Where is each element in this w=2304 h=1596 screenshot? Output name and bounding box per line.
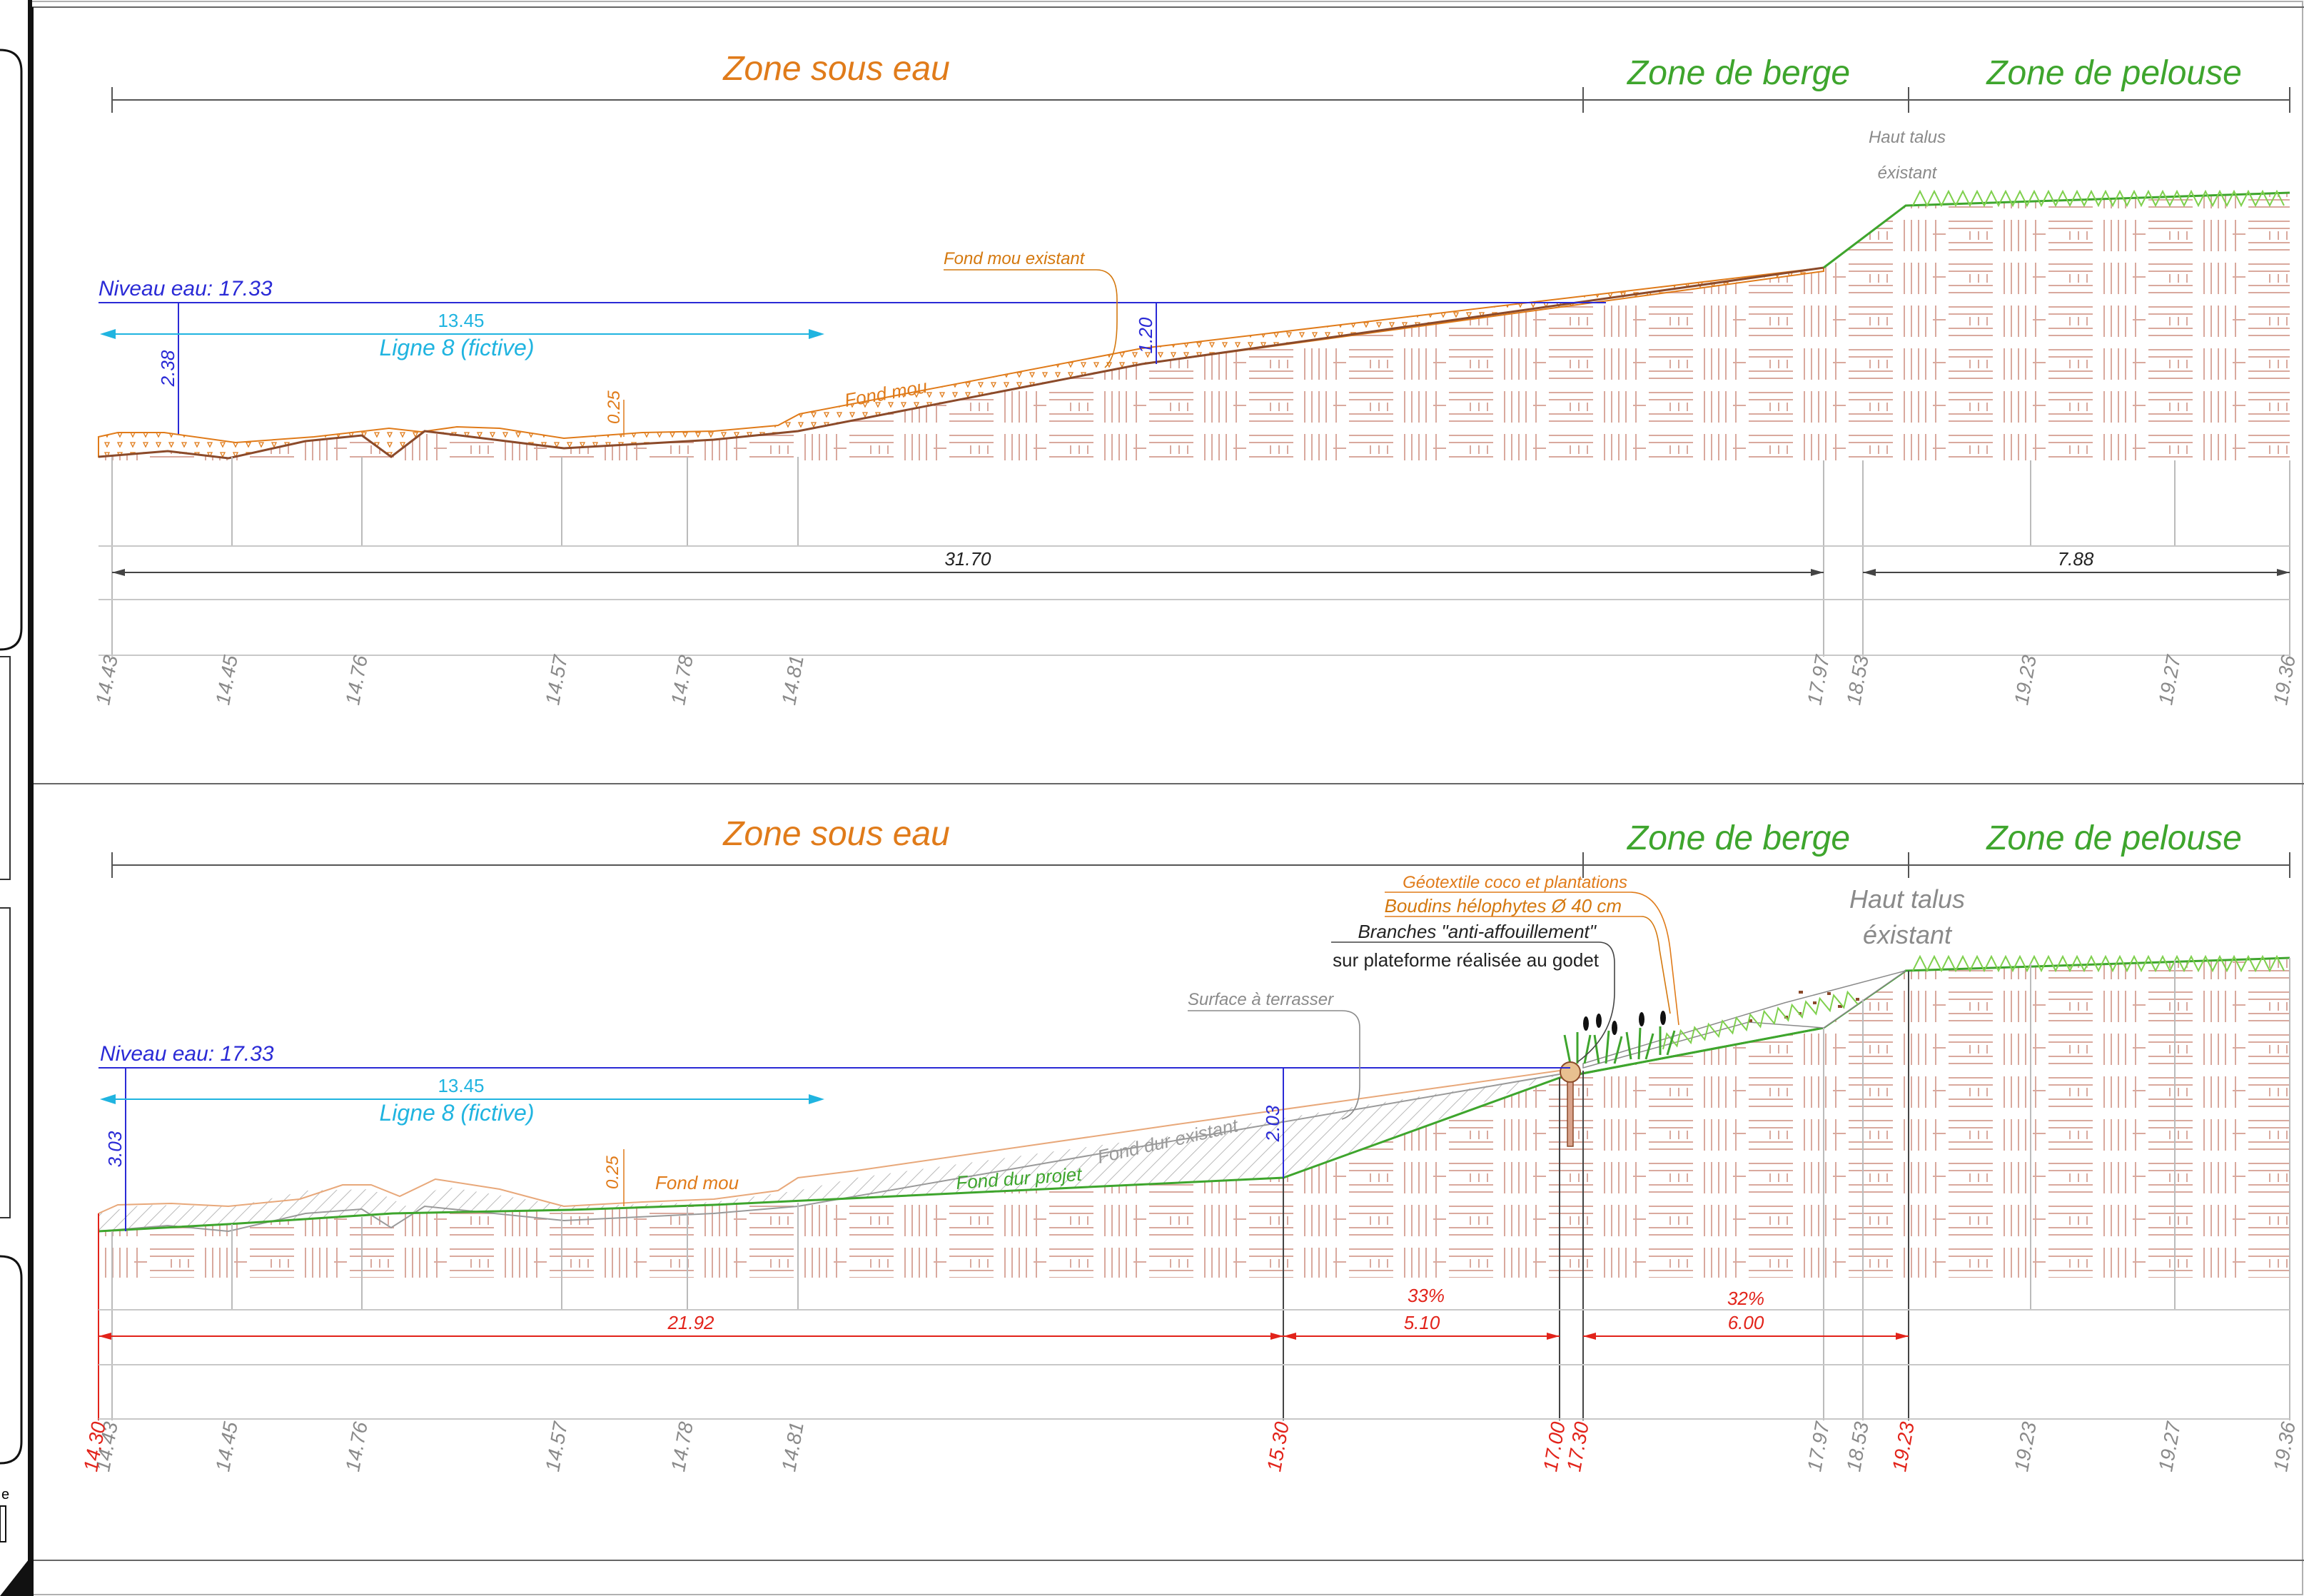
zone-sous-eau-label-2: Zone sous eau	[722, 815, 950, 853]
fond-dur-existant-line	[98, 1074, 1560, 1233]
elevation-grey-label-3: 14.57	[541, 1419, 572, 1473]
section-2: Zone sous eau Zone de berge Zone de pelo…	[79, 815, 2300, 1473]
fond-mou-label-2: Fond mou	[655, 1172, 739, 1193]
elevation-grey-label-10: 19.36	[2269, 1420, 2300, 1473]
elevation-label-8: 19.23	[2010, 653, 2041, 707]
plateforme-label: sur plateforme réalisée au godet	[1333, 949, 1600, 971]
ligne-label: Ligne 8 (fictive)	[380, 335, 535, 360]
niveau-eau-label: Niveau eau: 17.33	[98, 277, 273, 300]
slope-1-label: 33%	[1408, 1285, 1445, 1306]
dim-2-label: 7.88	[2058, 548, 2094, 570]
fond-mou-existing-line	[98, 1070, 1560, 1214]
depth-label: 2.38	[157, 350, 178, 387]
depth-203-label: 2.03	[1262, 1105, 1283, 1142]
elevation-label-1: 14.45	[211, 653, 242, 707]
haut-talus-label: Haut talus	[1869, 128, 1946, 147]
elevation-label-0: 14.43	[91, 653, 122, 707]
dim-2-label-2: 5.10	[1404, 1312, 1440, 1333]
grass-symbol	[1912, 189, 2285, 208]
ground-profile-line	[98, 266, 1824, 460]
ligne-length-label-2: 13.45	[438, 1075, 484, 1096]
elevation-grey-label-7: 18.53	[1842, 1420, 1873, 1473]
ground-fill-2	[98, 958, 2290, 1278]
thickness-label: 0.25	[605, 390, 624, 424]
dim-1-label-2: 21.92	[667, 1312, 714, 1333]
elevation-label-6: 17.97	[1803, 652, 1834, 707]
elevation-grey-label-2: 14.76	[341, 1420, 372, 1473]
elevation-grey-label-8: 19.23	[2010, 1420, 2041, 1473]
zone-berge-label: Zone de berge	[1627, 54, 1850, 92]
branches-label: Branches "anti-affouillement"	[1358, 921, 1597, 942]
elevation-label-7: 18.53	[1842, 653, 1873, 707]
depth-label-2: 3.03	[104, 1131, 126, 1167]
fond-mou-existant-label: Fond mou existant	[944, 249, 1086, 268]
elevation-label-9: 19.27	[2154, 652, 2185, 707]
haut-talus-label-2: éxistant	[1878, 163, 1938, 183]
elevation-label-10: 19.36	[2269, 653, 2300, 707]
station-ticks	[111, 457, 2290, 657]
ground-fill	[98, 193, 2290, 460]
ligne-label-2: Ligne 8 (fictive)	[380, 1100, 535, 1126]
dim-3-label-2: 6.00	[1728, 1312, 1764, 1333]
left-sidebar: e	[0, 0, 32, 1596]
elevation-label-5: 14.81	[777, 654, 808, 707]
elevation-grey-label-6: 17.97	[1803, 1419, 1834, 1473]
fond-dur-projet-line	[98, 1026, 1824, 1233]
elevation-red-label-1: 15.30	[1263, 1420, 1293, 1473]
elevation-label-3: 14.57	[541, 652, 572, 707]
talus-line	[1823, 191, 2290, 269]
geotextile-label: Géotextile coco et plantations	[1403, 873, 1627, 892]
station-ticks-2	[111, 958, 2290, 1420]
surface-terrasser-area	[98, 1074, 1560, 1231]
zone-pelouse-label: Zone de pelouse	[1986, 54, 2242, 92]
elevation-grey-label-9: 19.27	[2154, 1419, 2185, 1473]
surface-terrasser-label: Surface à terrasser	[1188, 990, 1334, 1009]
zone-sous-eau-label: Zone sous eau	[722, 50, 950, 88]
thickness-label-2: 0.25	[603, 1156, 622, 1189]
boudins-label: Boudins hélophytes Ø 40 cm	[1385, 895, 1622, 916]
elevation-label-4: 14.78	[667, 653, 697, 707]
haut-talus-label-s2: Haut talus	[1849, 884, 1965, 914]
elevation-grey-label-5: 14.81	[777, 1420, 808, 1473]
elevation-grey-label-4: 14.78	[667, 1420, 697, 1473]
boudin-symbol	[1560, 1061, 1581, 1083]
haut-talus-label-s2b: éxistant	[1863, 920, 1953, 949]
slope-2-label: 32%	[1727, 1288, 1764, 1309]
dim-1-label: 31.70	[944, 548, 991, 570]
zone-berge-label-2: Zone de berge	[1627, 819, 1850, 857]
elevation-red-label-4: 19.23	[1888, 1420, 1919, 1473]
sidebar-label-e: e	[1, 1487, 9, 1502]
zone-pelouse-label-2: Zone de pelouse	[1986, 819, 2242, 857]
grass-symbol-2	[1912, 954, 2285, 973]
ligne-length-label: 13.45	[438, 310, 484, 331]
elevation-grey-label-1: 14.45	[211, 1420, 242, 1473]
depth-120-label: 1.20	[1135, 317, 1156, 353]
section-1: Zone sous eau Zone de berge Zone de pelo…	[91, 50, 2300, 707]
helophytes-plants	[1563, 1026, 1676, 1064]
elevation-label-2: 14.76	[341, 653, 372, 707]
niveau-eau-label-2: Niveau eau: 17.33	[100, 1042, 274, 1066]
elevation-labels: 14.43 14.45 14.76 14.57 14.78 14.81 17.97 18.53…	[91, 652, 2300, 707]
